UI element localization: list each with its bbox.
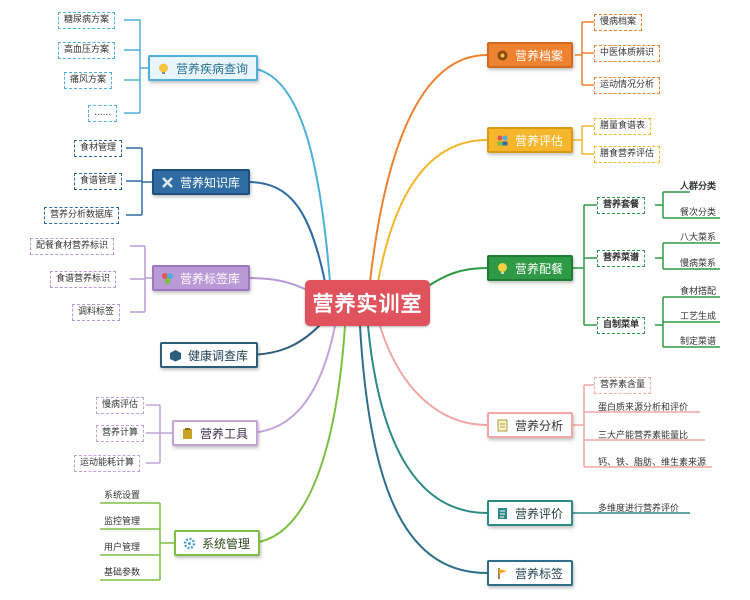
branch-tools-label: 营养工具 <box>200 426 249 441</box>
leaf-analysis-database[interactable]: 营养分析数据库 <box>44 207 120 224</box>
people-icon <box>495 133 510 148</box>
leaf-nutrition-calculation[interactable]: 营养计算 <box>96 425 145 442</box>
leaf-population-category[interactable]: 人群分类 <box>680 182 717 192</box>
branch-analysis-label: 营养分析 <box>515 418 564 433</box>
branch-knowledge-label: 营养知识库 <box>180 175 241 190</box>
leaf-chronic-archive[interactable]: 慢病档案 <box>594 14 643 31</box>
leaf-hypertension-plan[interactable]: 高血压方案 <box>58 42 116 59</box>
leaf-diet-assessment[interactable]: 膳食营养评估 <box>594 146 661 163</box>
branch-assess-label: 营养评估 <box>515 133 564 148</box>
leaf-protein-source-analysis[interactable]: 蛋白质来源分析和评价 <box>598 403 689 413</box>
branch-knowledge-base[interactable]: 营养知识库 <box>152 169 251 195</box>
link-disease <box>247 67 331 283</box>
branch-nutrition-archive[interactable]: 营养档案 <box>487 42 574 68</box>
leaf-ingredient-management[interactable]: 食材管理 <box>74 140 123 157</box>
branch-disease-label: 营养疾病查询 <box>176 61 249 76</box>
branch-system-management[interactable]: 系统管理 <box>174 530 261 556</box>
link-label <box>359 325 488 574</box>
clipboard-icon <box>180 426 195 441</box>
tag-icon <box>160 271 175 286</box>
leaf-diabetes-plan[interactable]: 糖尿病方案 <box>58 12 116 29</box>
branch-disease-query[interactable]: 营养疾病查询 <box>148 55 259 81</box>
leaf-more[interactable]: ...... <box>88 105 118 122</box>
branch-health-survey[interactable]: 健康调查库 <box>160 342 259 368</box>
cube-icon <box>168 348 183 363</box>
document-icon <box>495 506 510 521</box>
center-node[interactable]: 营养实训室 <box>305 280 430 326</box>
leaf-eight-cuisines[interactable]: 八大菜系 <box>680 233 717 243</box>
link-knowledge <box>247 181 326 283</box>
note-icon <box>495 418 510 433</box>
leaf-energy-ratio[interactable]: 三大产能营养素能量比 <box>598 431 689 441</box>
branch-tags-label: 营养标签库 <box>180 271 241 286</box>
search-bulb-icon <box>156 61 171 76</box>
leaf-system-settings[interactable]: 系统设置 <box>104 491 141 501</box>
branch-label-node-label: 营养标签 <box>515 566 564 581</box>
branch-nutrition-label[interactable]: 营养标签 <box>487 560 574 586</box>
leaf-process-generation[interactable]: 工艺生成 <box>680 312 717 322</box>
gear-icon <box>182 536 197 551</box>
leaf-recipe-nutrition-label[interactable]: 食谱营养标识 <box>50 271 117 288</box>
link-tags <box>247 277 308 291</box>
branch-nutrition-analysis[interactable]: 营养分析 <box>487 412 574 438</box>
meal-group-custom-menu[interactable]: 自制菜单 <box>597 317 646 334</box>
meal-group-set-meal[interactable]: 营养套餐 <box>597 197 646 214</box>
leaf-multidimensional-evaluation[interactable]: 多维度进行营养评价 <box>598 504 680 514</box>
bulb-icon <box>495 261 510 276</box>
leaf-seasoning-label[interactable]: 调料标签 <box>72 304 121 321</box>
leaf-exercise-analysis[interactable]: 运动情况分析 <box>594 77 661 94</box>
link-system <box>247 325 346 544</box>
leaf-basic-parameters[interactable]: 基础参数 <box>104 568 141 578</box>
meal-group-recipe[interactable]: 营养菜谱 <box>597 250 646 267</box>
leaf-ingredient-nutrition-label[interactable]: 配餐食材营养标识 <box>30 238 115 255</box>
leaf-tcm-constitution[interactable]: 中医体质辨识 <box>594 45 661 62</box>
link-assess <box>377 139 488 283</box>
branch-nutrition-assessment[interactable]: 营养评估 <box>487 127 574 153</box>
branch-system-label: 系统管理 <box>202 536 251 551</box>
branch-evaluate-label: 营养评价 <box>515 506 564 521</box>
leaf-nutrient-content[interactable]: 营养素含量 <box>594 377 652 394</box>
branch-health-label: 健康调查库 <box>188 348 249 363</box>
branch-nutrition-evaluation[interactable]: 营养评价 <box>487 500 574 526</box>
leaf-mineral-vitamin-source[interactable]: 钙、铁、脂肪、维生素来源 <box>598 458 707 468</box>
link-archive <box>369 54 488 283</box>
link-evaluate <box>367 325 488 514</box>
cross-tools-icon <box>160 175 175 190</box>
branch-meal-label: 营养配餐 <box>515 261 564 276</box>
flag-icon <box>495 566 510 581</box>
link-meal <box>424 267 488 289</box>
branch-nutrition-meal[interactable]: 营养配餐 <box>487 255 574 281</box>
leaf-gout-plan[interactable]: 痛风方案 <box>64 72 113 89</box>
branch-archive-label: 营养档案 <box>515 48 564 63</box>
leaf-monitor-management[interactable]: 监控管理 <box>104 517 141 527</box>
leaf-meal-time-category[interactable]: 餐次分类 <box>680 208 717 218</box>
branch-nutrition-tools[interactable]: 营养工具 <box>172 420 259 446</box>
leaf-recipe-management[interactable]: 食谱管理 <box>74 173 123 190</box>
leaf-exercise-energy-calculation[interactable]: 运动能耗计算 <box>74 455 141 472</box>
branch-tag-library[interactable]: 营养标签库 <box>152 265 251 291</box>
leaf-user-management[interactable]: 用户管理 <box>104 543 141 553</box>
link-analysis <box>379 325 488 426</box>
leaf-ingredient-pairing[interactable]: 食材搭配 <box>680 287 717 297</box>
leaf-diet-table[interactable]: 膳量食谱表 <box>594 118 652 135</box>
link-tools <box>245 325 336 434</box>
leaf-create-recipe[interactable]: 制定菜谱 <box>680 337 717 347</box>
record-icon <box>495 48 510 63</box>
leaf-chronic-cuisine[interactable]: 慢病菜系 <box>680 259 717 269</box>
leaf-chronic-disease-assessment[interactable]: 慢病评估 <box>96 397 145 414</box>
